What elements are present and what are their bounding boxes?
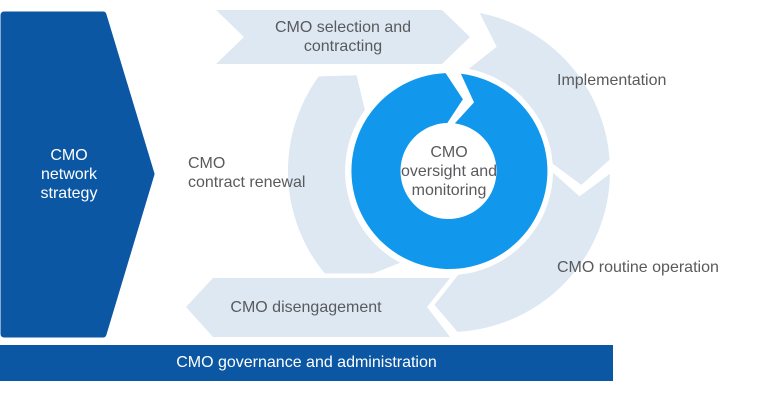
network-strategy-label: CMO network strategy — [14, 146, 124, 203]
contract-renewal-line: contract renewal — [188, 174, 306, 191]
disengagement-banner-arrow — [179, 273, 460, 342]
oversight-monitoring-line: oversight and — [400, 163, 498, 180]
selection-banner-line: CMO selection and — [274, 19, 412, 36]
contract-renewal-label: CMO contract renewal — [188, 154, 305, 192]
oversight-monitoring-donut — [351, 73, 548, 270]
ring-segment-routine-operation — [432, 172, 610, 332]
network-strategy-line: CMO — [50, 147, 88, 164]
routine-operation-label: CMO routine operation — [557, 259, 719, 276]
network-strategy-line: network — [40, 166, 98, 183]
selection-banner-label: CMO selection and contracting — [244, 18, 442, 56]
implementation-label: Implementation — [557, 72, 667, 89]
oversight-monitoring-line: monitoring — [411, 182, 487, 199]
selection-banner-line: contracting — [303, 38, 383, 55]
network-strategy-line: strategy — [40, 185, 98, 202]
ring-segment-implementation — [468, 13, 610, 185]
network-strategy-arrow — [0, 11, 155, 338]
selection-banner-arrow — [204, 5, 477, 69]
ring-segment-contract-renewal — [287, 75, 401, 314]
oversight-monitoring-line: CMO — [430, 144, 468, 161]
contract-renewal-line: CMO — [188, 155, 226, 172]
disengagement-banner-label: CMO disengagement — [230, 299, 382, 316]
oversight-monitoring-label: CMO oversight and monitoring — [389, 143, 509, 200]
governance-bar-label: CMO governance and administration — [176, 354, 437, 371]
governance-bar — [0, 345, 613, 381]
